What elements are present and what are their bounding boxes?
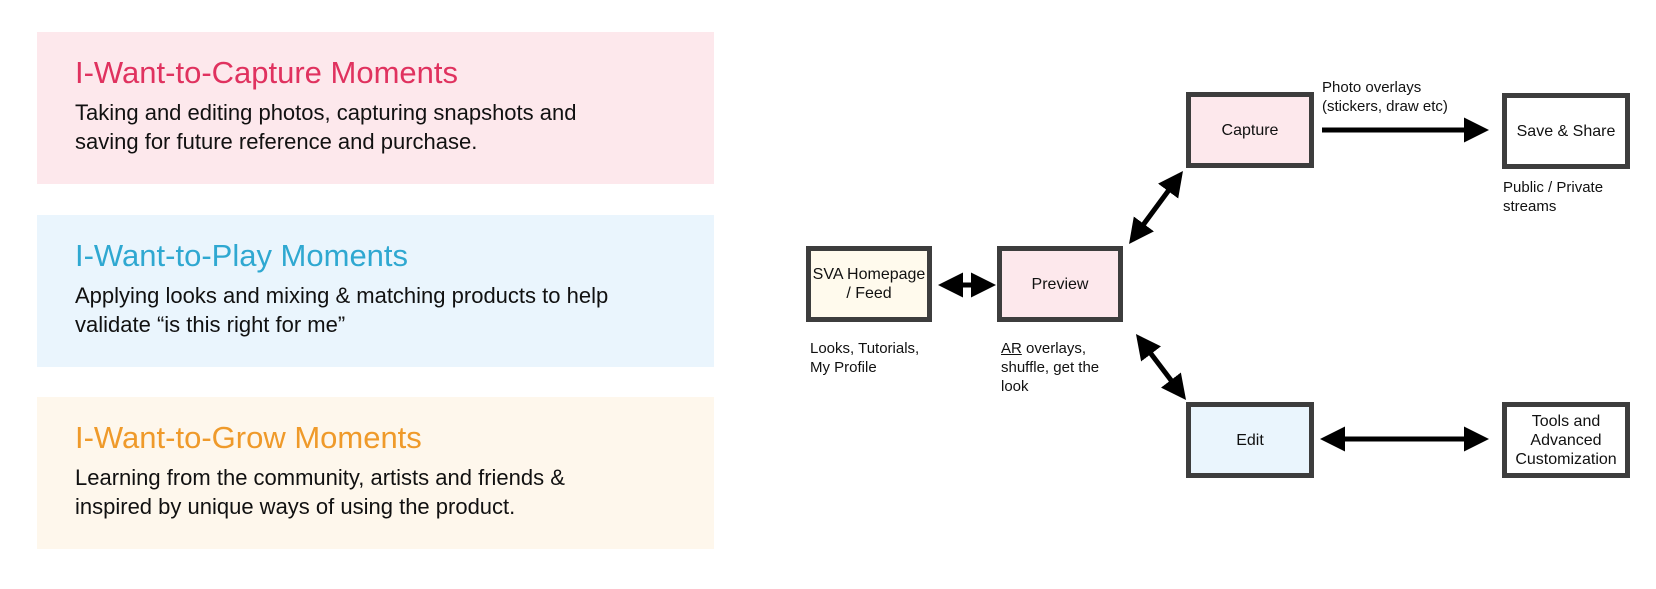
note-stream-line-2: streams — [1503, 198, 1557, 215]
node-tools-line-3: Customization — [1515, 450, 1617, 468]
play-moment-panel: I-Want-to-Play Moments Applying looks an… — [37, 215, 714, 367]
node-home-text: SVA Homepage / Feed — [813, 265, 926, 303]
node-tools-text: Tools and Advanced Customization — [1515, 412, 1616, 469]
note-stream-line-1: Public / Private — [1503, 179, 1604, 196]
node-preview: Preview — [997, 246, 1123, 322]
capture-desc-line-2: saving for future reference and purchase… — [75, 129, 478, 154]
note-preview-line-3: look — [1001, 378, 1029, 395]
node-save-share-label: Save & Share — [1516, 122, 1616, 140]
node-capture: Capture — [1186, 92, 1314, 168]
note-overlay-line-1: Photo overlays — [1322, 79, 1422, 96]
node-preview-label: Preview — [1031, 275, 1089, 293]
grow-moment-description: Learning from the community, artists and… — [75, 463, 675, 521]
capture-moment-title: I-Want-to-Capture Moments — [75, 55, 459, 90]
play-moment-title: I-Want-to-Play Moments — [75, 238, 409, 273]
note-preview-line-1: overlays, — [1021, 340, 1087, 357]
node-edit: Edit — [1186, 402, 1314, 478]
node-home-line-2: / Feed — [846, 285, 892, 302]
node-tools-line-2: Advanced — [1530, 431, 1602, 449]
grow-desc-line-1: Learning from the community, artists and… — [75, 465, 565, 490]
node-sva-homepage-feed: SVA Homepage / Feed — [806, 246, 932, 322]
node-home-line-1: SVA Homepage — [812, 266, 926, 283]
note-photo-overlays: Photo overlays (stickers, draw etc) — [1322, 78, 1448, 116]
note-overlay-line-2: (stickers, draw etc) — [1322, 98, 1448, 115]
play-desc-line-1: Applying looks and mixing & matching pro… — [75, 283, 609, 308]
capture-desc-line-1: Taking and editing photos, capturing sna… — [75, 100, 577, 125]
note-preview-ar: AR — [1001, 340, 1022, 357]
grow-moment-title: I-Want-to-Grow Moments — [75, 420, 422, 455]
note-preview: AR overlays, shuffle, get the look — [1001, 339, 1099, 396]
note-home: Looks, Tutorials, My Profile — [810, 339, 919, 377]
grow-desc-line-2: inspired by unique ways of using the pro… — [75, 494, 516, 519]
arrow-preview-edit — [1135, 334, 1187, 400]
capture-moment-panel: I-Want-to-Capture Moments Taking and edi… — [37, 32, 714, 184]
note-home-line-2: My Profile — [810, 359, 877, 376]
note-preview-line-2: shuffle, get the — [1001, 359, 1100, 376]
play-moment-description: Applying looks and mixing & matching pro… — [75, 281, 675, 339]
node-capture-label: Capture — [1221, 121, 1279, 139]
note-streams: Public / Private streams — [1503, 178, 1603, 216]
node-save-share: Save & Share — [1502, 93, 1630, 169]
play-desc-line-2: validate “is this right for me” — [75, 312, 346, 337]
grow-moment-panel: I-Want-to-Grow Moments Learning from the… — [37, 397, 714, 549]
arrow-preview-capture — [1129, 170, 1183, 245]
node-edit-label: Edit — [1236, 431, 1264, 449]
node-tools-line-1: Tools and — [1531, 412, 1601, 430]
node-tools-customization: Tools and Advanced Customization — [1502, 402, 1630, 478]
capture-moment-description: Taking and editing photos, capturing sna… — [75, 98, 675, 156]
note-home-line-1: Looks, Tutorials, — [810, 340, 920, 357]
